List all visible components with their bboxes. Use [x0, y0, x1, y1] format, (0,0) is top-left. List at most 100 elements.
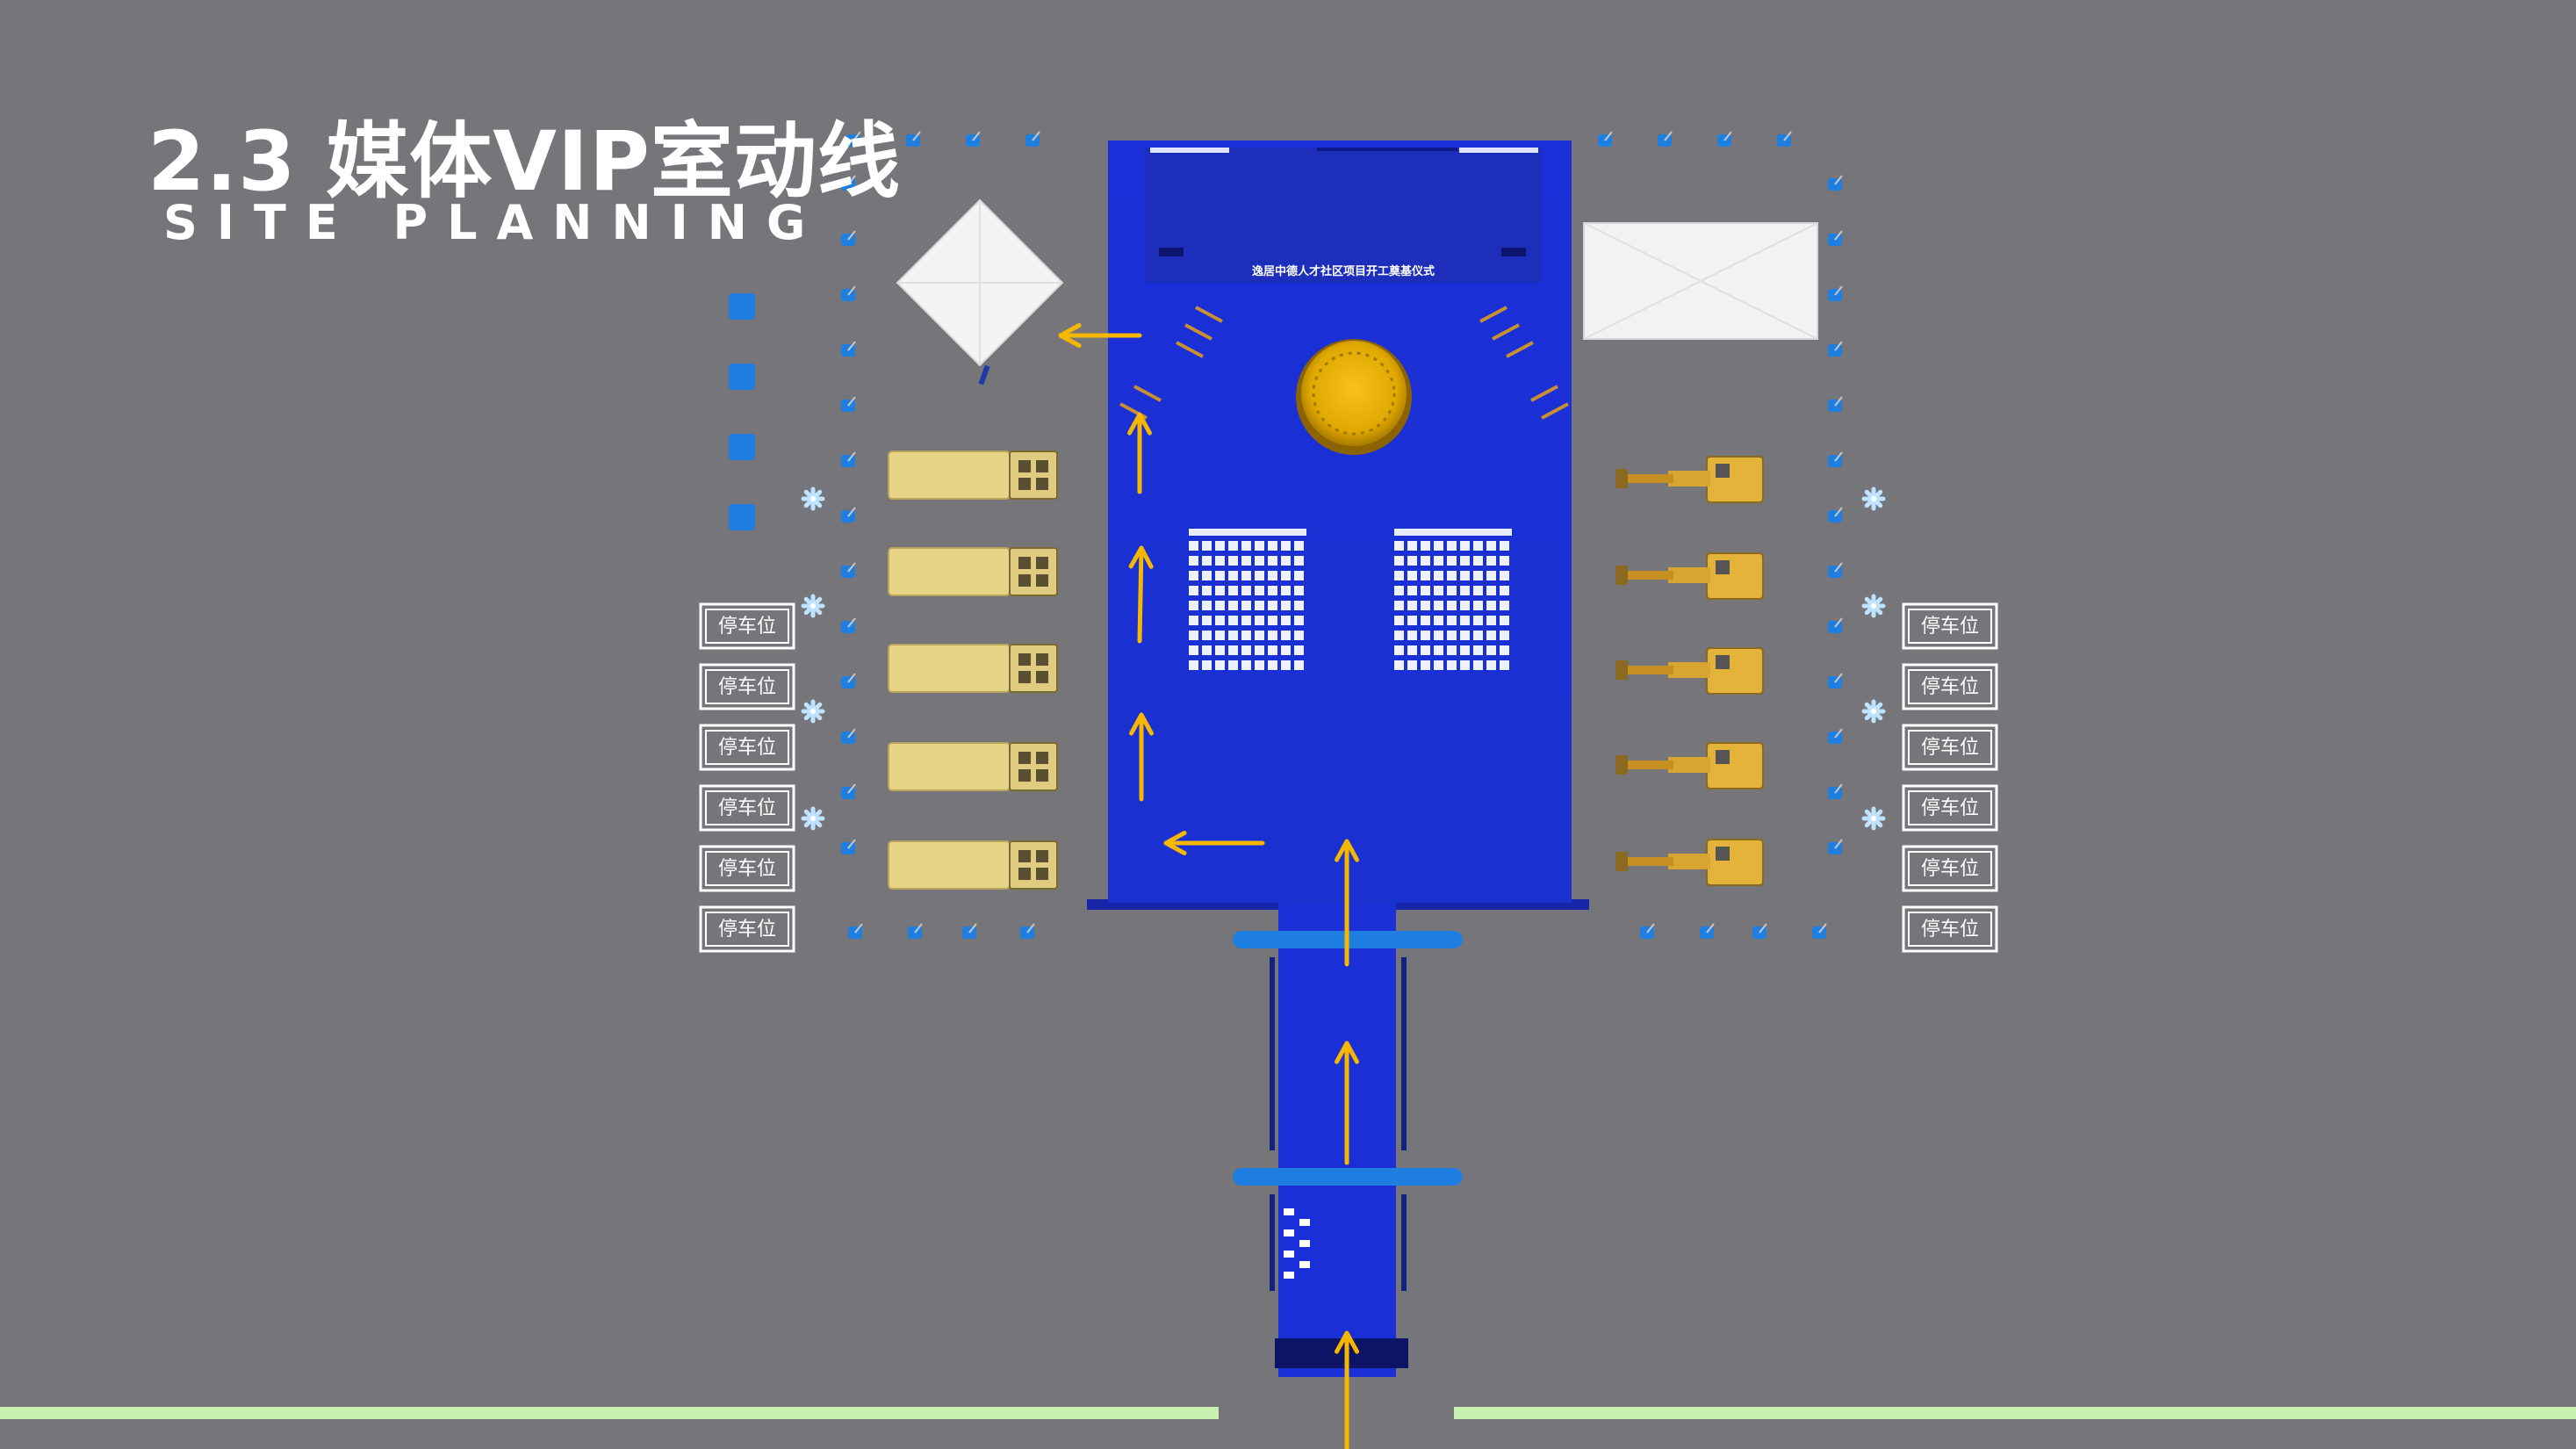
seat: [1407, 645, 1417, 655]
barrier-post: [1777, 131, 1792, 147]
fan-group: [801, 487, 1886, 831]
seat: [1255, 601, 1264, 610]
parking-spot: [699, 905, 795, 953]
seat: [1394, 541, 1404, 551]
seat: [1460, 556, 1470, 566]
seat: [1241, 541, 1251, 551]
fan-icon: [801, 699, 825, 724]
seat: [1460, 660, 1470, 670]
seat: [1202, 631, 1212, 640]
seat: [1294, 541, 1304, 551]
barrier-post: [841, 285, 856, 301]
seat: [1281, 601, 1291, 610]
seat: [1486, 631, 1496, 640]
seat: [1421, 631, 1430, 640]
seat: [1268, 556, 1277, 566]
arrow-icon: [1128, 545, 1154, 644]
seat: [1202, 601, 1212, 610]
seat: [1500, 616, 1509, 625]
seat: [1215, 631, 1225, 640]
fan-icon: [801, 487, 825, 511]
seat: [1447, 601, 1457, 610]
truck-icon: [888, 451, 1058, 500]
seat: [1228, 631, 1238, 640]
arrow-icon: [1334, 839, 1360, 967]
barrier-post: [841, 396, 856, 412]
seat: [1460, 601, 1470, 610]
seat: [1215, 541, 1225, 551]
seat: [1241, 660, 1251, 670]
seat: [1460, 631, 1470, 640]
seat: [1473, 660, 1483, 670]
seat: [1189, 586, 1198, 595]
arrow-icon: [1128, 712, 1155, 802]
seat: [1434, 571, 1443, 580]
seat: [1460, 645, 1470, 655]
barrier-post: [841, 673, 856, 688]
road-line-right: [1454, 1407, 2576, 1419]
seat: [1407, 541, 1417, 551]
welcome-signs: [1284, 1208, 1310, 1279]
barrier-post: [1812, 923, 1827, 939]
truck-icon: [888, 742, 1058, 791]
excavator-icon: [1615, 742, 1764, 789]
seat: [1281, 631, 1291, 640]
barrier-post: [1025, 131, 1040, 147]
seat: [1500, 631, 1509, 640]
seat: [1407, 556, 1417, 566]
barrier-post: [841, 617, 856, 633]
seat: [1500, 541, 1509, 551]
parking-label: 停车位: [1921, 919, 1979, 941]
parking-spot: [1902, 724, 1998, 771]
barrier-post: [908, 923, 923, 939]
seat: [1500, 586, 1509, 595]
seat: [1255, 631, 1264, 640]
seat: [1421, 645, 1430, 655]
fan-icon: [801, 806, 825, 831]
arrow-icon: [1334, 1041, 1360, 1165]
seat: [1255, 645, 1264, 655]
seat: [1268, 541, 1277, 551]
seat: [1294, 616, 1304, 625]
fan-icon: [1861, 699, 1886, 724]
seat: [1215, 616, 1225, 625]
seat: [1421, 556, 1430, 566]
excavator-column: [1615, 456, 1764, 886]
seat: [1189, 541, 1198, 551]
seat: [1486, 660, 1496, 670]
seat: [1500, 601, 1509, 610]
truck-icon: [888, 547, 1058, 596]
parking-spot: [699, 784, 795, 832]
drum-icon: [1296, 339, 1412, 455]
arrow-icon: [1126, 412, 1153, 494]
barrier-post: [1828, 451, 1843, 467]
seat: [1473, 631, 1483, 640]
seat: [1447, 631, 1457, 640]
seat: [1241, 556, 1251, 566]
fan-icon: [801, 594, 825, 618]
seat: [1255, 571, 1264, 580]
seat: [1228, 586, 1238, 595]
seat: [1215, 660, 1225, 670]
seat: [1202, 541, 1212, 551]
seat: [1268, 571, 1277, 580]
seat: [1281, 556, 1291, 566]
fan-icon: [1861, 806, 1886, 831]
seat: [1486, 541, 1496, 551]
seat: [1202, 556, 1212, 566]
parking-spot: [1902, 602, 1998, 650]
parking-spot: [1902, 663, 1998, 710]
backdrop-strip: [1150, 148, 1229, 153]
seat: [1281, 586, 1291, 595]
truck-column: [888, 451, 1058, 890]
bollards: [729, 293, 755, 530]
barrier-post: [841, 230, 856, 246]
barrier-post: [841, 175, 856, 191]
seat: [1255, 586, 1264, 595]
seat: [1228, 571, 1238, 580]
stage-banner: 逸居中德人才社区项目开工奠基仪式: [1252, 264, 1435, 278]
seat: [1421, 571, 1430, 580]
backdrop-strip: [1317, 148, 1457, 151]
